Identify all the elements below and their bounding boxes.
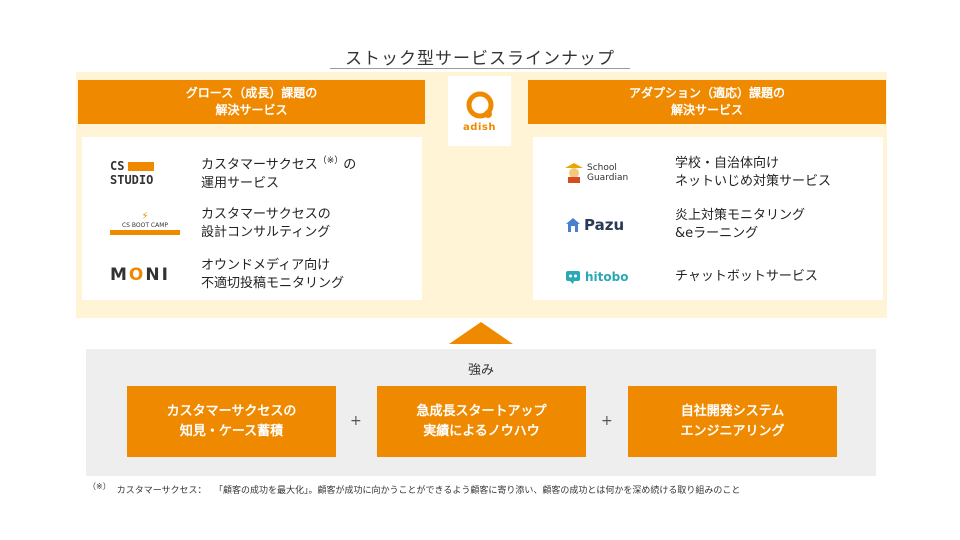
cs-studio-desc-line2: 運用サービス xyxy=(201,175,280,191)
strengths-panel: 強み カスタマーサクセスの 知見・ケース蓄積 + 急成長スタートアップ 実績によ… xyxy=(86,349,876,476)
moni-desc-line2: 不適切投稿モニタリング xyxy=(201,275,345,291)
service-row-moni: MONI オウンドメディア向け 不適切投稿モニタリング xyxy=(82,249,422,300)
strengths-label: 強み xyxy=(467,363,494,378)
adaptation-header: アダプション（適応）課題の 解決サービス xyxy=(528,80,886,124)
school-guardian-logo-text-2: Guardian xyxy=(587,173,629,183)
page-title: ストック型サービスラインナップ xyxy=(345,49,615,69)
strength-in-house-engineering: 自社開発システム エンジニアリング xyxy=(628,386,837,457)
strength-startup-knowhow: 急成長スタートアップ 実績によるノウハウ xyxy=(377,386,586,457)
school-guardian-mascot-icon xyxy=(565,163,583,183)
growth-header-line1: グロース（成長）課題の xyxy=(185,86,318,100)
moni-logo-text-b: NI xyxy=(145,264,170,285)
school-guardian-description: 学校・自治体向け ネットいじめ対策サービス xyxy=(675,155,831,191)
service-row-hitobo: hitobo チャットボットサービス xyxy=(533,251,883,303)
school-guardian-desc-line1: 学校・自治体向け xyxy=(675,156,780,171)
adaptation-header-line1: アダプション（適応）課題の xyxy=(628,86,785,100)
cs-studio-logo-text-1: CS xyxy=(110,158,125,173)
moni-desc-line1: オウンドメディア向け xyxy=(201,257,331,273)
footnote-term: カスタマーサクセス： xyxy=(116,486,207,496)
growth-services-list: CS STUDIO カスタマーサクセス（※）の 運用サービス ⚡ CS BOOT… xyxy=(82,137,422,300)
hitobo-bot-icon xyxy=(566,271,580,284)
hitobo-logo: hitobo xyxy=(565,270,645,284)
pazu-desc-line2: &eラーニング xyxy=(675,226,759,241)
moni-description: オウンドメディア向け 不適切投稿モニタリング xyxy=(201,257,344,293)
cs-boot-camp-description: カスタマーサクセスの 設計コンサルティング xyxy=(201,206,331,242)
pazu-logo: Pazu xyxy=(565,216,645,234)
school-guardian-desc-line2: ネットいじめ対策サービス xyxy=(675,174,832,189)
bolt-icon: ⚡ xyxy=(141,211,149,222)
moni-logo-text-o: O xyxy=(128,264,146,285)
cs-studio-logo-text-2: STUDIO xyxy=(110,172,154,187)
footnote-mark: （※） xyxy=(88,482,111,491)
moni-logo-text-a: M xyxy=(110,264,129,285)
cs-studio-desc-line1: カスタマーサクセス xyxy=(201,157,318,173)
cs-boot-camp-desc-line1: カスタマーサクセスの xyxy=(201,206,331,222)
school-guardian-logo: School Guardian xyxy=(565,163,645,183)
adish-mark-icon xyxy=(466,91,493,118)
strength-2-line2: 実績によるノウハウ xyxy=(423,423,540,439)
adaptation-services-list: School Guardian 学校・自治体向け ネットいじめ対策サービス Pa… xyxy=(533,137,883,300)
adaptation-header-line2: 解決サービス xyxy=(670,103,743,117)
moni-logo: MONI xyxy=(110,265,180,285)
service-row-pazu: Pazu 炎上対策モニタリング &eラーニング xyxy=(533,199,883,251)
service-row-cs-studio: CS STUDIO カスタマーサクセス（※）の 運用サービス xyxy=(82,147,422,198)
pazu-logo-text: Pazu xyxy=(584,216,625,234)
cs-studio-description: カスタマーサクセス（※）の 運用サービス xyxy=(201,152,356,192)
cs-studio-bar-icon xyxy=(128,161,155,171)
pazu-house-icon xyxy=(566,218,580,232)
strength-3-line1: 自社開発システム xyxy=(680,403,785,419)
cs-boot-camp-strip xyxy=(110,230,180,235)
cs-boot-camp-logo-text: CS BOOT CAMP xyxy=(121,222,169,229)
cs-studio-desc-line1b: の xyxy=(343,157,357,173)
cs-studio-desc-mark: （※） xyxy=(317,156,344,167)
plus-sign-1: + xyxy=(350,413,362,429)
pazu-description: 炎上対策モニタリング &eラーニング xyxy=(675,207,805,243)
strength-1-line1: カスタマーサクセスの xyxy=(166,403,297,419)
growth-header: グロース（成長）課題の 解決サービス xyxy=(78,80,425,124)
strength-cs-knowledge: カスタマーサクセスの 知見・ケース蓄積 xyxy=(127,386,336,457)
footnote: （※） カスタマーサクセス： 「顧客の成功を最大化」。顧客が成功に向かうことができる… xyxy=(88,481,740,496)
strength-2-line1: 急成長スタートアップ xyxy=(416,403,547,419)
title-underline xyxy=(330,68,630,69)
plus-sign-2: + xyxy=(601,413,613,429)
cs-boot-camp-desc-line2: 設計コンサルティング xyxy=(201,224,331,240)
hitobo-desc-line1: チャットボットサービス xyxy=(675,269,818,284)
service-row-cs-boot-camp: ⚡ CS BOOT CAMP カスタマーサクセスの 設計コンサルティング xyxy=(82,198,422,249)
strength-1-line2: 知見・ケース蓄積 xyxy=(179,423,284,439)
growth-header-line2: 解決サービス xyxy=(215,103,288,117)
school-guardian-logo-text-1: School xyxy=(587,163,617,173)
pazu-desc-line1: 炎上対策モニタリング xyxy=(675,208,806,223)
arrow-up-icon xyxy=(449,322,513,344)
cs-studio-logo: CS STUDIO xyxy=(110,159,180,187)
service-row-school-guardian: School Guardian 学校・自治体向け ネットいじめ対策サービス xyxy=(533,147,883,199)
footnote-text: 「顧客の成功を最大化」。顧客が成功に向かうことができるよう顧客に寄り添い、顧客の… xyxy=(218,486,741,496)
strength-3-line2: エンジニアリング xyxy=(680,423,785,439)
adish-logo-text: adish xyxy=(463,121,496,133)
hitobo-logo-text: hitobo xyxy=(585,270,629,284)
adish-logo: adish xyxy=(448,76,511,146)
cs-boot-camp-logo: ⚡ CS BOOT CAMP xyxy=(110,212,180,235)
hitobo-description: チャットボットサービス xyxy=(675,268,818,286)
